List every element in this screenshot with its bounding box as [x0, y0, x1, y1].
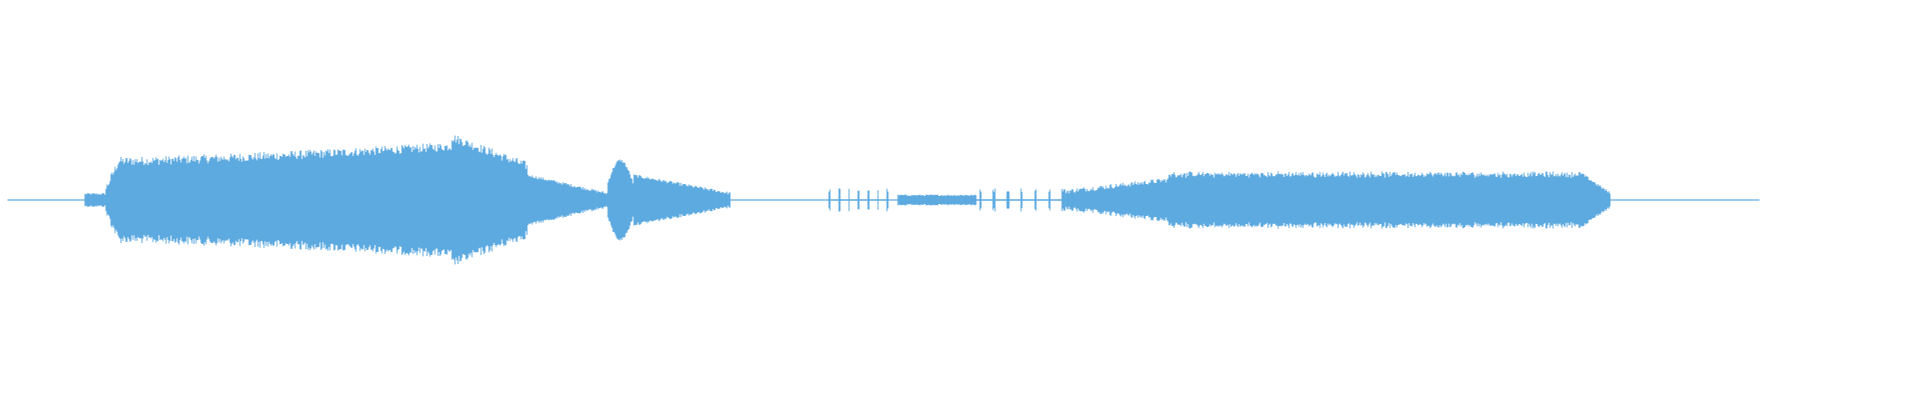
waveform-bars [7, 135, 1760, 265]
